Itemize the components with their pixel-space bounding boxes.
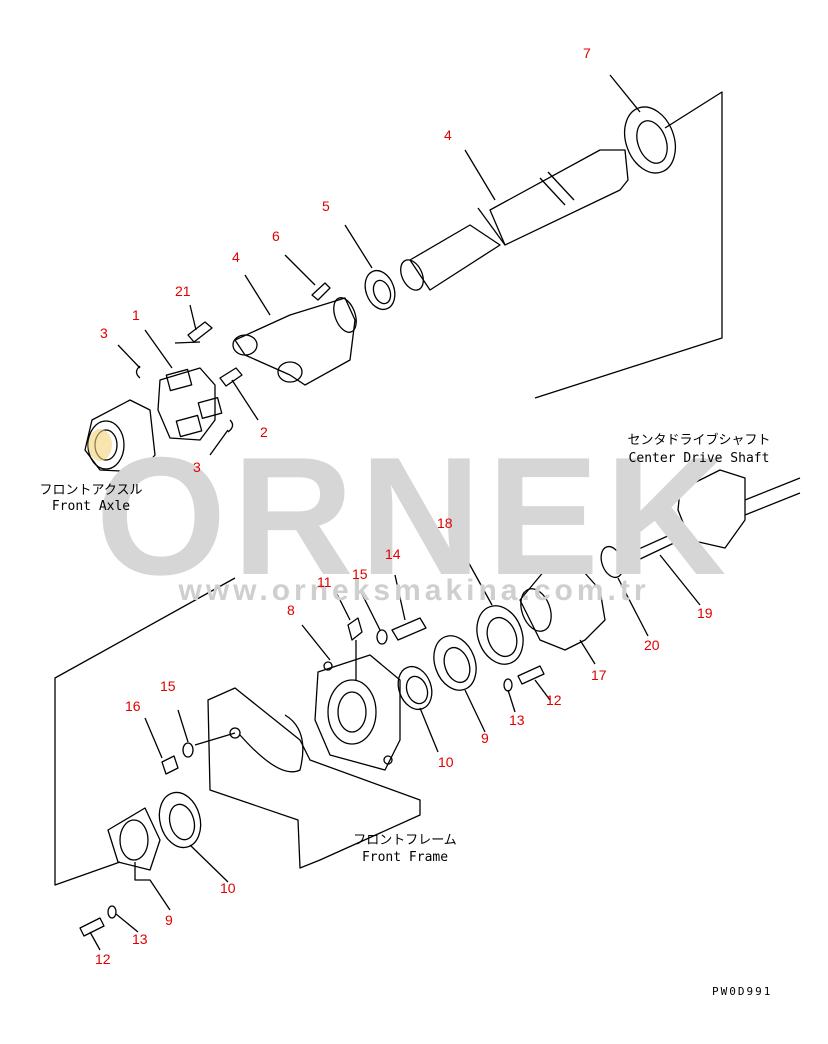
part-number: 3 — [100, 325, 108, 341]
part-number: 9 — [481, 730, 489, 746]
part-number: 2 — [260, 424, 268, 440]
part-number: 16 — [125, 698, 141, 714]
part-number: 12 — [546, 692, 562, 708]
part-number: 4 — [444, 127, 452, 143]
part-number: 11 — [317, 574, 332, 590]
front-frame-label-jp: フロントフレーム — [353, 833, 457, 848]
center-drive-label-jp: センタドライブシャフト — [627, 433, 771, 448]
part-number: 1 — [132, 307, 140, 323]
part-number: 13 — [132, 931, 148, 947]
drawing-code: PW0D991 — [712, 985, 773, 998]
bearing-highlight — [88, 429, 112, 461]
lower-frame-line — [54, 577, 236, 886]
part-number: 8 — [287, 602, 295, 618]
part-number: 7 — [583, 45, 591, 61]
part-number: 15 — [352, 566, 368, 582]
front-frame-label-en: Front Frame — [361, 850, 449, 865]
part-number: 12 — [95, 951, 111, 967]
part-number: 6 — [272, 228, 280, 244]
part-number: 14 — [385, 546, 401, 562]
part-number: 10 — [438, 754, 454, 770]
part-number: 5 — [322, 198, 330, 214]
part-number: 19 — [697, 605, 713, 621]
front-axle-label-en: Front Axle — [51, 499, 131, 514]
upper-frame-line — [534, 91, 723, 399]
front-axle-label-jp: フロントアクスル — [39, 483, 143, 498]
part-number: 4 — [232, 249, 240, 265]
part-number: 15 — [160, 678, 176, 694]
part-number: 21 — [175, 283, 191, 299]
part-number: 10 — [220, 880, 236, 896]
part-number: 17 — [591, 667, 607, 683]
part-number: 9 — [165, 912, 173, 928]
part-number: 18 — [437, 515, 453, 531]
part-number: 3 — [193, 459, 201, 475]
center-drive-label-en: Center Drive Shaft — [628, 451, 770, 466]
part-number: 20 — [644, 637, 660, 653]
part-number: 13 — [509, 712, 525, 728]
